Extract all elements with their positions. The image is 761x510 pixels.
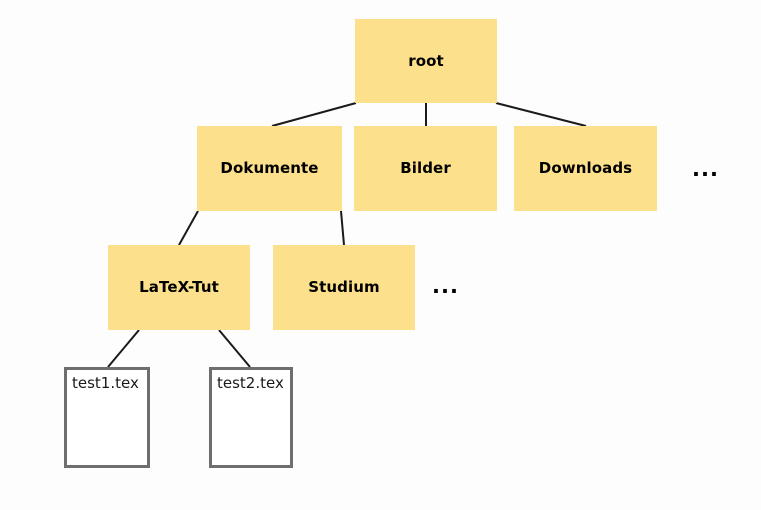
edge-dokumente-to-latextut [178, 210, 199, 246]
edge-root-to-downloads [495, 102, 587, 127]
folder-label-root: root [408, 51, 444, 70]
folder-label-latextut: LaTeX-Tut [139, 278, 219, 296]
edge-latextut-to-test1 [107, 329, 140, 368]
folder-label-studium: Studium [308, 278, 380, 296]
folder-node-root[interactable]: root [355, 19, 497, 103]
folder-label-dokumente: Dokumente [220, 159, 319, 177]
folder-node-downloads[interactable]: Downloads [514, 126, 657, 211]
file-node-test2[interactable]: test2.tex [209, 367, 293, 468]
folder-node-bilder[interactable]: Bilder [354, 126, 497, 211]
file-node-test1[interactable]: test1.tex [64, 367, 150, 468]
edge-latextut-to-test2 [218, 329, 251, 368]
edge-root-to-dokumente [271, 102, 357, 127]
folder-label-bilder: Bilder [400, 159, 451, 177]
file-label-test2: test2.tex [217, 374, 284, 392]
ellipsis-row3: ... [432, 274, 459, 298]
file-label-test1: test1.tex [72, 374, 139, 392]
edge-dokumente-to-studium [340, 210, 345, 246]
folder-label-downloads: Downloads [538, 159, 633, 177]
folder-node-dokumente[interactable]: Dokumente [197, 126, 342, 211]
folder-node-studium[interactable]: Studium [273, 245, 415, 330]
ellipsis-row2: ... [692, 157, 719, 181]
folder-node-latextut[interactable]: LaTeX-Tut [108, 245, 250, 330]
